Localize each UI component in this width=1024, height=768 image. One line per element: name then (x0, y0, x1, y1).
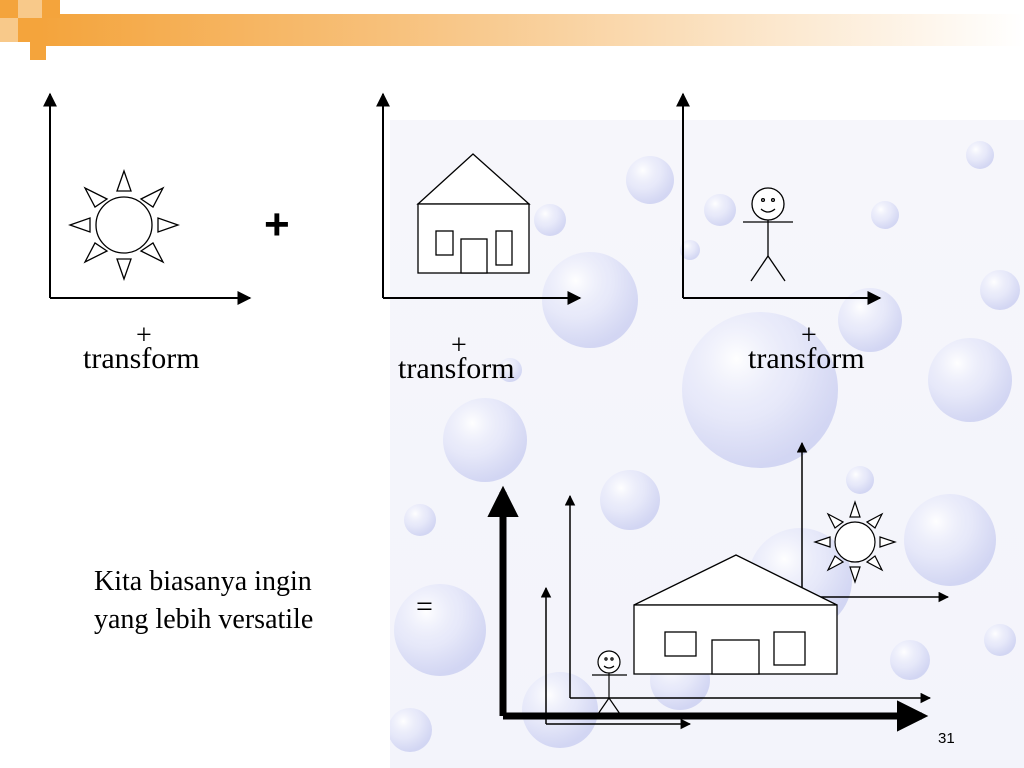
axes-house (376, 92, 582, 305)
page-number: 31 (938, 730, 955, 747)
axes-sun (43, 92, 252, 305)
caption: Kita biasanya ingin yang lebih versatile (94, 563, 313, 639)
operator-plus: + (264, 200, 290, 249)
house-local-axes (564, 494, 932, 704)
sun-icon (68, 169, 180, 281)
sun-icon (813, 500, 897, 584)
caption-line-1: Kita biasanya ingin (94, 566, 312, 597)
header-square (30, 42, 46, 60)
caption-line-2: yang lebih versatile (94, 604, 314, 635)
stickman-icon (592, 650, 627, 715)
axes-stickman (676, 92, 882, 305)
world-axes (487, 485, 929, 732)
header-square (0, 0, 18, 18)
house-plus-label: + (451, 330, 467, 361)
equals-sign: = (416, 590, 433, 623)
header-square (42, 0, 60, 18)
header-gradient-bar (40, 14, 1024, 46)
header-square (18, 0, 42, 18)
stickman-icon (743, 187, 793, 282)
house-transform-label: transform (398, 352, 515, 385)
header-square (0, 18, 18, 42)
sun-transform-label: transform (83, 342, 200, 375)
stickman-transform-label: transform (748, 342, 865, 375)
stickman-plus-label: + (801, 320, 817, 351)
house-icon (416, 153, 531, 274)
stickman-local-axes (540, 586, 692, 730)
header-square (18, 18, 42, 42)
sun-plus-label: + (136, 320, 152, 351)
house-icon (633, 554, 838, 675)
sun-local-axes (796, 441, 950, 603)
